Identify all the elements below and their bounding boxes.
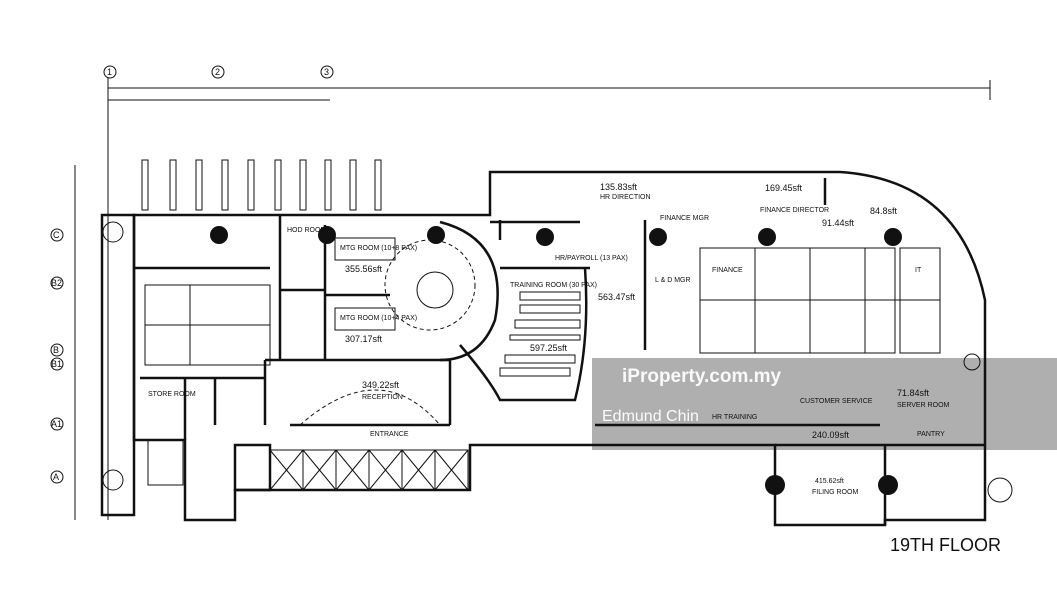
finance-workstation-label: FINANCE	[712, 267, 743, 274]
watermark-band	[592, 358, 1057, 450]
svg-text:C: C	[53, 230, 60, 240]
svg-text:A1: A1	[51, 419, 62, 429]
training-room-label: TRAINING ROOM (30 PAX)	[510, 282, 597, 289]
facade-fins	[141, 159, 382, 211]
customer-service-label: CUSTOMER SERVICE	[800, 398, 873, 405]
server-room-label: SERVER ROOM	[897, 402, 950, 409]
left-facade	[100, 213, 136, 517]
mtg-room-2-area: 307.17sft	[345, 334, 383, 344]
entrance-label: ENTRANCE	[370, 431, 409, 438]
finance-director-area: 169.45sft	[765, 183, 803, 193]
hr-training-label: HR TRAINING	[712, 414, 757, 421]
svg-text:1: 1	[107, 67, 112, 77]
finance-director-label: FINANCE DIRECTOR	[760, 207, 829, 214]
svg-text:B1: B1	[51, 359, 62, 369]
svg-text:B: B	[53, 345, 59, 355]
pantry-label: PANTRY	[917, 431, 945, 438]
corridor-area: 240.09sft	[812, 430, 850, 440]
svg-text:A: A	[53, 472, 59, 482]
small-office-area: 84.8sft	[870, 206, 898, 216]
hod-room-label: HOD ROOM	[287, 227, 326, 234]
filing-room-label: FILING ROOM	[812, 489, 858, 496]
training-room-wall	[459, 267, 588, 402]
grid-marker-a1: A1	[50, 417, 64, 431]
column-round	[102, 221, 124, 243]
ld-mgr-label: L & D MGR	[655, 277, 691, 284]
hr-direction-area: 135.83sft	[600, 182, 638, 192]
training-desks	[499, 291, 581, 377]
it-workstation-label: IT	[915, 267, 922, 274]
curved-wall	[439, 220, 499, 362]
hr-payroll-area: 563.47sft	[598, 292, 636, 302]
watermark-brand: iProperty.com.my	[622, 366, 782, 387]
round-table	[416, 271, 454, 309]
svg-text:B2: B2	[51, 278, 62, 288]
floor-title: 19TH FLOOR	[890, 535, 1002, 555]
grid-marker-c: C	[50, 228, 64, 242]
lift-cores	[147, 439, 469, 492]
column-round	[963, 353, 981, 371]
reception-label: RECEPTION	[362, 394, 403, 401]
grid-marker-1: 1	[103, 65, 117, 79]
grid-marker-3: 3	[320, 65, 334, 79]
filing-room-area: 415.62sft	[815, 478, 844, 485]
server-room-area: 71.84sft	[897, 388, 930, 398]
svg-text:2: 2	[215, 67, 220, 77]
column-round	[102, 469, 124, 491]
training-room-area: 597.25sft	[530, 343, 568, 353]
grid-marker-b1: B1	[50, 357, 64, 371]
grid-marker-b: B	[50, 343, 64, 357]
hr-direction-label: HR DIRECTION	[600, 194, 651, 201]
workstations	[144, 237, 941, 366]
hr-payroll-label: HR/PAYROLL (13 PAX)	[555, 255, 628, 262]
watermark-agent-name: Edmund Chin	[602, 408, 699, 425]
column-round	[987, 477, 1013, 503]
structural-columns	[210, 226, 902, 495]
reception-arc	[299, 389, 441, 426]
grid-marker-a: A	[50, 470, 64, 484]
reception-area: 349.22sft	[362, 380, 400, 390]
svg-text:3: 3	[324, 67, 329, 77]
grid-marker-b2: B2	[50, 276, 64, 290]
grid-marker-2: 2	[211, 65, 225, 79]
mtg-room-1-area: 355.56sft	[345, 264, 383, 274]
store-room-label: STORE ROOM	[148, 391, 196, 398]
mtg-room-2-label: MTG ROOM (10+4 PAX)	[340, 315, 417, 322]
finance-mgr-label: FINANCE MGR	[660, 215, 709, 222]
it-mgr-area: 91.44sft	[822, 218, 855, 228]
mtg-room-1-label: MTG ROOM (10+8 PAX)	[340, 245, 417, 252]
interior-walls	[134, 178, 985, 525]
